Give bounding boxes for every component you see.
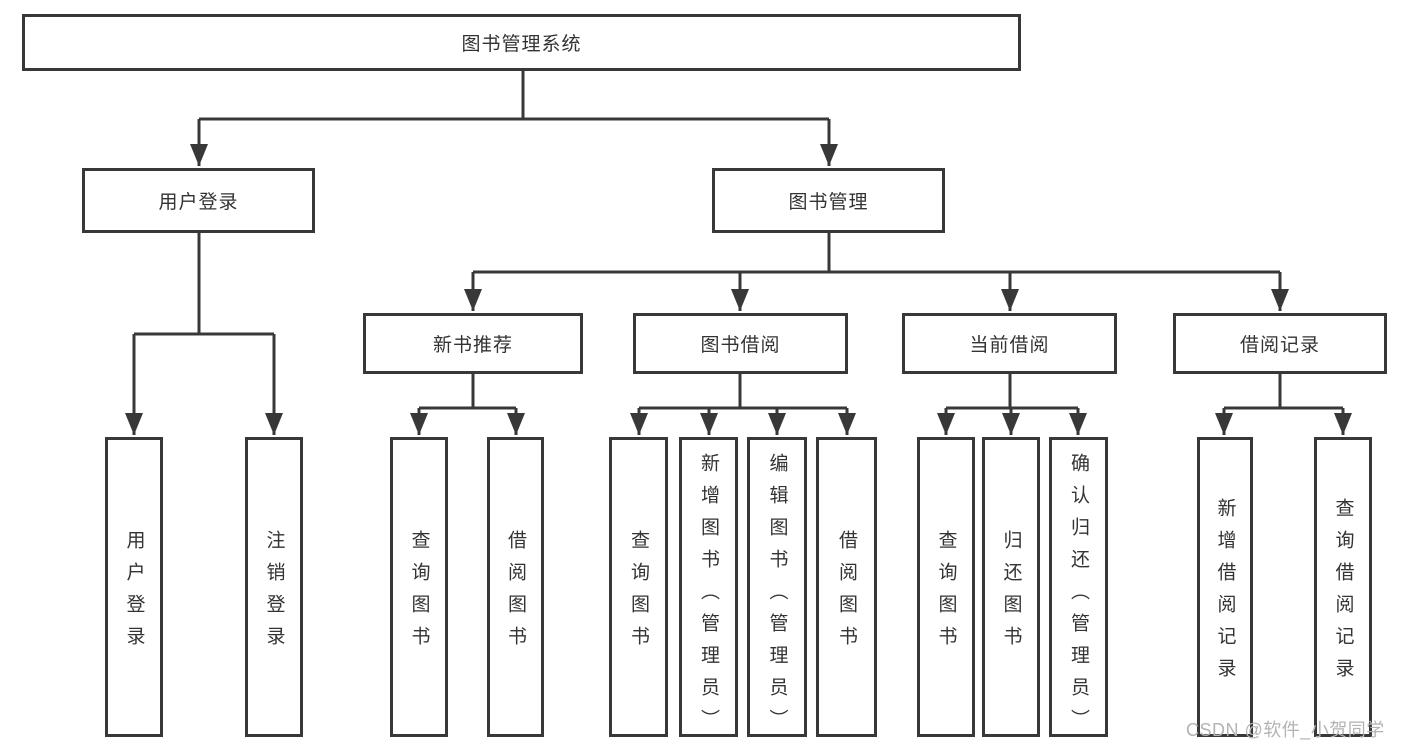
node-user-login-group: 用户登录 [82,168,315,233]
leaf-query-book-recommend: 查询图书 [390,437,448,737]
leaf-query-book-current: 查询图书 [917,437,975,737]
leaf-add-book-admin: 新增图书（管理员） [679,437,738,741]
leaf-query-book-borrow: 查询图书 [609,437,668,737]
leaf-edit-book-admin: 编辑图书（管理员） [747,437,807,741]
leaf-confirm-return-admin: 确认归还（管理员） [1049,437,1108,741]
leaf-borrow-book-recommend: 借阅图书 [487,437,544,737]
leaf-user-login: 用户登录 [105,437,163,737]
node-book-borrow: 图书借阅 [633,313,848,374]
watermark: CSDN @软件_小贺同学 [1186,720,1385,740]
node-borrow-records: 借阅记录 [1173,313,1387,374]
node-current-borrow: 当前借阅 [902,313,1117,374]
node-new-book-recommend: 新书推荐 [363,313,583,374]
leaf-query-borrow-record: 查询借阅记录 [1314,437,1372,737]
leaf-add-borrow-record: 新增借阅记录 [1197,437,1253,737]
node-root: 图书管理系统 [22,14,1021,71]
leaf-logout: 注销登录 [245,437,303,737]
node-book-management: 图书管理 [712,168,945,233]
leaf-borrow-book-borrow: 借阅图书 [816,437,877,737]
leaf-return-book: 归还图书 [982,437,1040,737]
